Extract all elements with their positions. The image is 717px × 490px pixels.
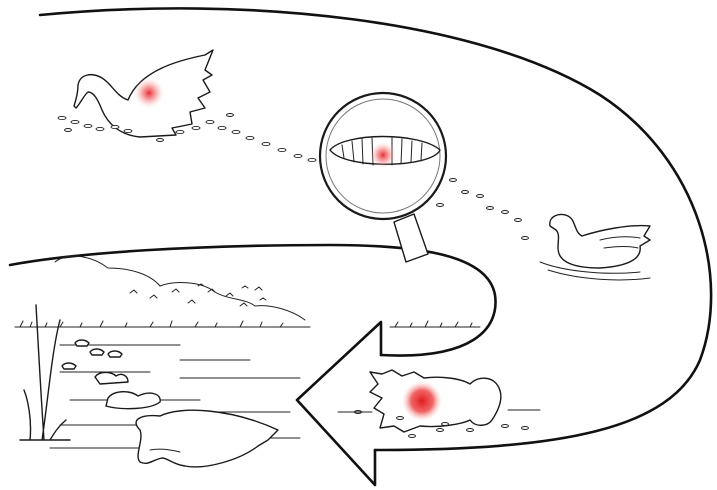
infection-spot-larva [370, 142, 396, 168]
swimming-duck-body [550, 214, 650, 268]
swimming-duck [540, 214, 650, 279]
sick-bird-lake [136, 410, 278, 467]
horizon-reeds [15, 321, 480, 327]
feeding-bird-top [58, 50, 316, 162]
infection-spot-large [402, 381, 442, 421]
floating-bird-lower [106, 392, 160, 409]
infection-spot-top [134, 78, 164, 108]
treeline [55, 256, 305, 320]
floating-birds [62, 340, 160, 409]
sick-bird-lake-body [136, 410, 278, 467]
cycle-arrow-inner-curve [10, 245, 496, 356]
grain-scatter-magnifier [437, 179, 529, 240]
magnifier-handle [394, 214, 428, 262]
floating-bird-mid [95, 372, 128, 384]
cycle-arrow-head [297, 322, 381, 485]
flying-birds [130, 284, 266, 306]
magnifying-glass-icon [320, 93, 529, 262]
sick-bird-arrow [338, 370, 540, 438]
